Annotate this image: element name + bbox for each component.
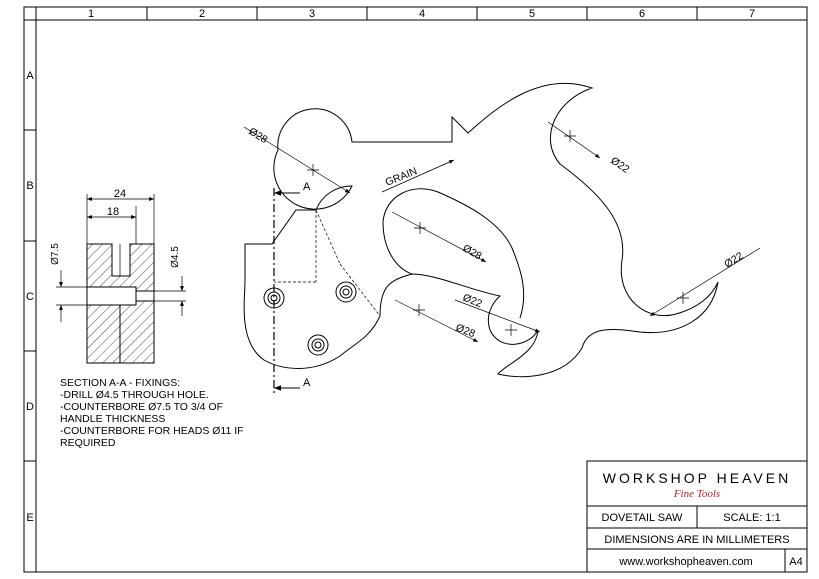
company-name: WORKSHOP HEAVEN xyxy=(603,470,791,486)
notes-line: -COUNTERBORE FOR HEADS Ø11 IF xyxy=(60,425,244,437)
section-view: 24 18 Ø7.5 Ø4.5 xyxy=(50,188,186,364)
dim-right: Ø22 xyxy=(722,250,745,271)
notes-line: -COUNTERBORE Ø7.5 TO 3/4 OF xyxy=(60,401,223,413)
grid-row-c: C xyxy=(26,291,34,303)
grid-col-2: 2 xyxy=(199,8,205,20)
notes-line: REQUIRED xyxy=(60,437,116,449)
notes-line: -DRILL Ø4.5 THROUGH HOLE. xyxy=(60,389,209,401)
grid-row-e: E xyxy=(26,512,33,524)
dim-lower-a: Ø22 xyxy=(461,292,484,311)
dim-middle-upper: Ø28 xyxy=(461,242,484,262)
section-label-bottom: A xyxy=(303,377,311,389)
drawing-border xyxy=(23,6,808,573)
fixing-notes: SECTION A-A - FIXINGS: -DRILL Ø4.5 THROU… xyxy=(60,377,244,449)
grid-col-6: 6 xyxy=(639,8,645,20)
units-note: DIMENSIONS ARE IN MILLIMETERS xyxy=(604,534,789,546)
counterbore-section xyxy=(86,286,137,306)
screw-hole xyxy=(335,281,357,303)
dim-counterbore: Ø7.5 xyxy=(50,243,61,265)
grid-col-7: 7 xyxy=(749,8,755,20)
dim-hole: Ø4.5 xyxy=(170,246,181,268)
grid-col-1: 1 xyxy=(88,8,94,20)
screw-hole xyxy=(307,334,329,356)
part-name: DOVETAIL SAW xyxy=(602,512,684,524)
dim-slot-width: 18 xyxy=(107,206,119,218)
scale-label: SCALE: 1:1 xyxy=(723,512,780,524)
section-label-top: A xyxy=(303,181,311,193)
dim-top-right: Ø22 xyxy=(608,155,631,176)
grain-label: GRAIN xyxy=(384,165,419,189)
grid-col-3: 3 xyxy=(309,8,315,20)
grid-row-b: B xyxy=(26,180,33,192)
dim-overall-width: 24 xyxy=(114,188,126,200)
grid-row-a: A xyxy=(26,70,34,82)
grid-col-5: 5 xyxy=(529,8,535,20)
dim-lower-b: Ø28 xyxy=(454,322,477,341)
handle-profile: A A xyxy=(243,82,761,394)
title-block: WORKSHOP HEAVEN Fine Tools DOVETAIL SAW … xyxy=(586,460,808,573)
notes-line: HANDLE THICKNESS xyxy=(60,413,165,425)
grid-row-d: D xyxy=(26,401,34,413)
company-tagline: Fine Tools xyxy=(673,488,720,500)
website: www.workshopheaven.com xyxy=(618,556,752,568)
grid-col-4: 4 xyxy=(419,8,425,20)
sheet-size: A4 xyxy=(789,556,802,568)
notes-title: SECTION A-A - FIXINGS: xyxy=(60,377,180,389)
dim-top-left: Ø28 xyxy=(246,125,269,146)
screw-hole xyxy=(263,287,285,309)
through-hole-section xyxy=(135,290,155,302)
